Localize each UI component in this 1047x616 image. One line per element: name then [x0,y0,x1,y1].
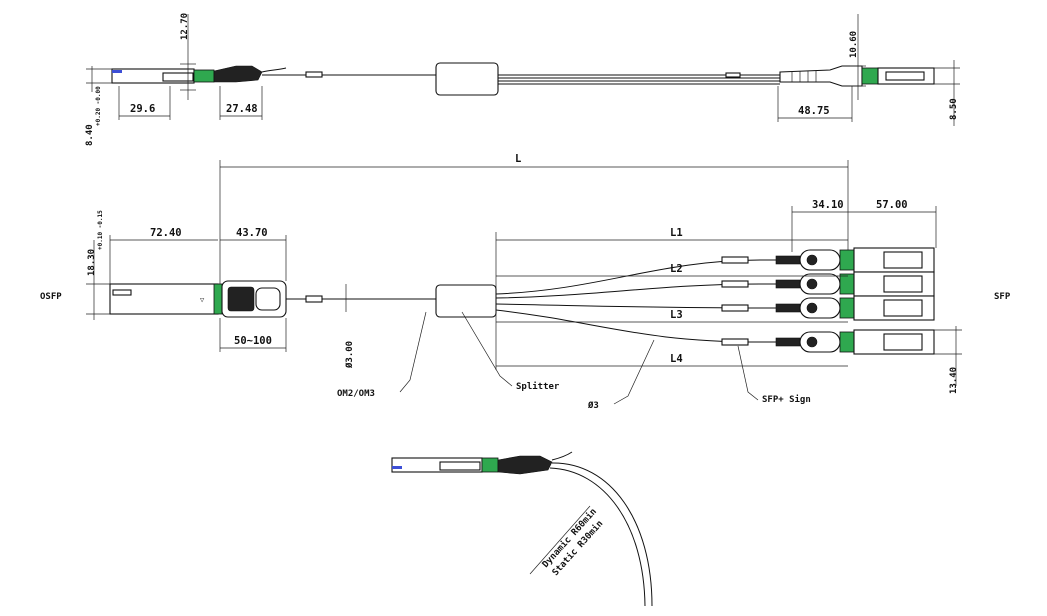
sfp-connector-3 [775,295,935,321]
bend-latch [481,457,499,473]
dim-18-30: 18.30 [87,249,97,276]
bend-connector-inner [439,461,481,471]
leader-sfp-sign [737,345,759,401]
top-left-pull-tab [112,70,122,73]
splitter-body [435,284,497,318]
osfp-boot-grip [227,286,255,312]
dim-L1: L1 [670,227,683,239]
leg-1-sleeve [721,256,749,264]
sfp-connector-2 [775,271,935,297]
top-side-view: 12.70 10.60 8.40 +0.20 -0.00 29.6 27.48 … [85,13,960,146]
leader-om2-om3 [399,311,427,393]
dim-top-10-60: 10.60 [849,31,859,58]
top-right-inner [885,71,925,81]
leg-2-sleeve [721,280,749,288]
dim-L2: L2 [670,263,683,275]
osfp-latch [213,283,223,315]
dia-3-label: Ø3 [587,400,599,411]
dim-L: L [515,153,521,165]
top-splitter-body [435,62,499,96]
leader-splitter [461,311,513,387]
leader-dia-3 [613,339,655,405]
sfp-connector-4 [775,329,935,355]
sfp-connector-1 [775,247,935,273]
dim-L4: L4 [670,353,683,365]
fanout-leg-4 [495,309,800,343]
svg-text:▽: ▽ [200,296,205,304]
dim-top-48-75: 48.75 [798,105,830,117]
top-left-boot [213,65,263,83]
dim-top-27-48: 27.48 [226,103,258,115]
sfp-sign-label: SFP+ Sign [762,394,811,405]
bend-boot-strain [551,451,573,461]
bend-cable-outer [551,462,653,607]
bend-boot [497,455,553,475]
dim-top-29-6: 29.6 [130,103,155,115]
sfp-label: SFP [994,292,1011,302]
splitter-label: Splitter [516,381,560,392]
dim-top-8-50: 8.50 [949,98,959,120]
dim-dia-3-00: Ø3.00 [344,341,355,369]
fanout-leg-3 [495,303,800,309]
dim-72-40: 72.40 [150,227,182,239]
bend-cable-inner [549,467,646,607]
leg-3-sleeve [721,304,749,312]
top-right-sleeve [725,72,741,78]
leg-4-sleeve [721,338,749,346]
top-left-boot-strain [261,67,287,73]
dim-43-70: 43.70 [236,227,268,239]
dim-13-40: 13.40 [949,367,959,394]
dim-34-10: 34.10 [812,199,844,211]
dim-L3: L3 [670,309,683,321]
dim-top-8-40: 8.40 [85,124,95,146]
bend-radius-view: Dynamic R60min Static R30min [391,451,653,607]
osfp-boot-window [255,287,281,311]
dim-18-30-tolerance: +0.10 -0.15 [97,210,104,250]
osfp-label: OSFP [40,292,62,302]
om2-om3-label: OM2/OM3 [337,389,375,399]
top-left-inner [162,72,194,82]
fanout-leg-2 [495,283,800,299]
dim-57-00: 57.00 [876,199,908,211]
osfp-pull-tab [112,289,132,296]
dim-50-100: 50~100 [234,335,272,347]
dim-top-8-40-tolerance: +0.20 -0.00 [95,86,102,126]
top-right-latch [861,67,879,85]
dim-top-12-70: 12.70 [180,13,190,40]
bend-radius-leader [529,505,591,575]
main-plan-view: L ▽ OSFP 72.40 43.70 18.30 +0.10 -0.15 5… [40,153,1011,411]
top-left-latch [193,69,215,83]
top-cable-sleeve [305,71,323,78]
bend-pull-tab [392,466,402,469]
trunk-cable-sleeve [305,295,323,303]
